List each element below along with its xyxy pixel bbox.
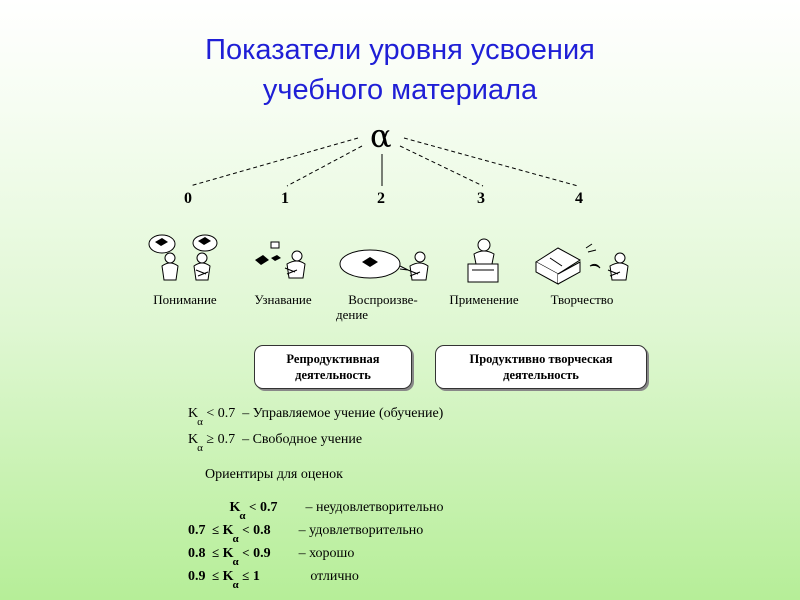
grade-row-2: 0.8≤ Kα < 0.9 – хорошо — [188, 545, 355, 568]
alpha-symbol: α — [370, 117, 392, 155]
grading-guide-heading: Ориентиры для оценок — [205, 467, 343, 482]
branch-line-0 — [189, 137, 359, 187]
level-label-1: Узнавание — [254, 292, 312, 307]
level-label-2: Воспроизве- дение — [333, 292, 433, 322]
reproductive-box-line-1: Репродуктивная — [286, 352, 380, 366]
branch-line-3 — [399, 145, 484, 187]
understanding-figure-icon — [148, 234, 218, 281]
productive-activity-box: Продуктивно творческая деятельность — [435, 345, 647, 389]
grade-row-1: 0.7≤ Kα < 0.8 – удовлетворительно — [188, 522, 424, 545]
reproductive-box-line-2: деятельность — [295, 368, 371, 382]
level-label-2-line-2: дение — [336, 307, 369, 322]
grade-row-0: Kα < 0.7 – неудовлетворительно — [229, 499, 444, 522]
grade-row-3: 0.9≤ Kα ≤ 1 отлично — [188, 568, 359, 591]
recognition-figure-icon — [255, 241, 306, 279]
reproductive-activity-box: Репродуктивная деятельность — [254, 345, 412, 389]
creativity-figure-icon — [535, 243, 629, 285]
branch-line-4 — [403, 137, 579, 187]
formula-free-learning: Kα ≥ 0.7 – Свободное учение — [188, 432, 363, 454]
level-number-2: 2 — [377, 190, 385, 207]
level-number-4: 4 — [575, 190, 583, 207]
level-number-1: 1 — [281, 190, 289, 207]
slide-title: Показатели уровня усвоения учебного мате… — [0, 30, 800, 110]
title-line-1: Показатели уровня усвоения — [205, 34, 595, 66]
title-line-2: учебного материала — [262, 74, 538, 106]
level-label-4: Творчество — [550, 292, 614, 307]
application-figure-icon — [467, 238, 499, 283]
reproduction-figure-icon — [339, 249, 429, 281]
productive-box-line-1: Продуктивно творческая — [469, 352, 613, 366]
level-label-3: Применение — [449, 292, 519, 307]
formula-managed-learning: Kα < 0.7 – Управляемое учение (обучение) — [188, 406, 444, 428]
productive-box-line-2: деятельность — [503, 368, 579, 382]
level-number-3: 3 — [477, 190, 485, 207]
level-number-0: 0 — [184, 190, 192, 207]
level-label-2-line-1: Воспроизве- — [348, 292, 418, 307]
branch-line-1 — [286, 145, 363, 187]
level-label-0: Понимание — [153, 292, 217, 307]
